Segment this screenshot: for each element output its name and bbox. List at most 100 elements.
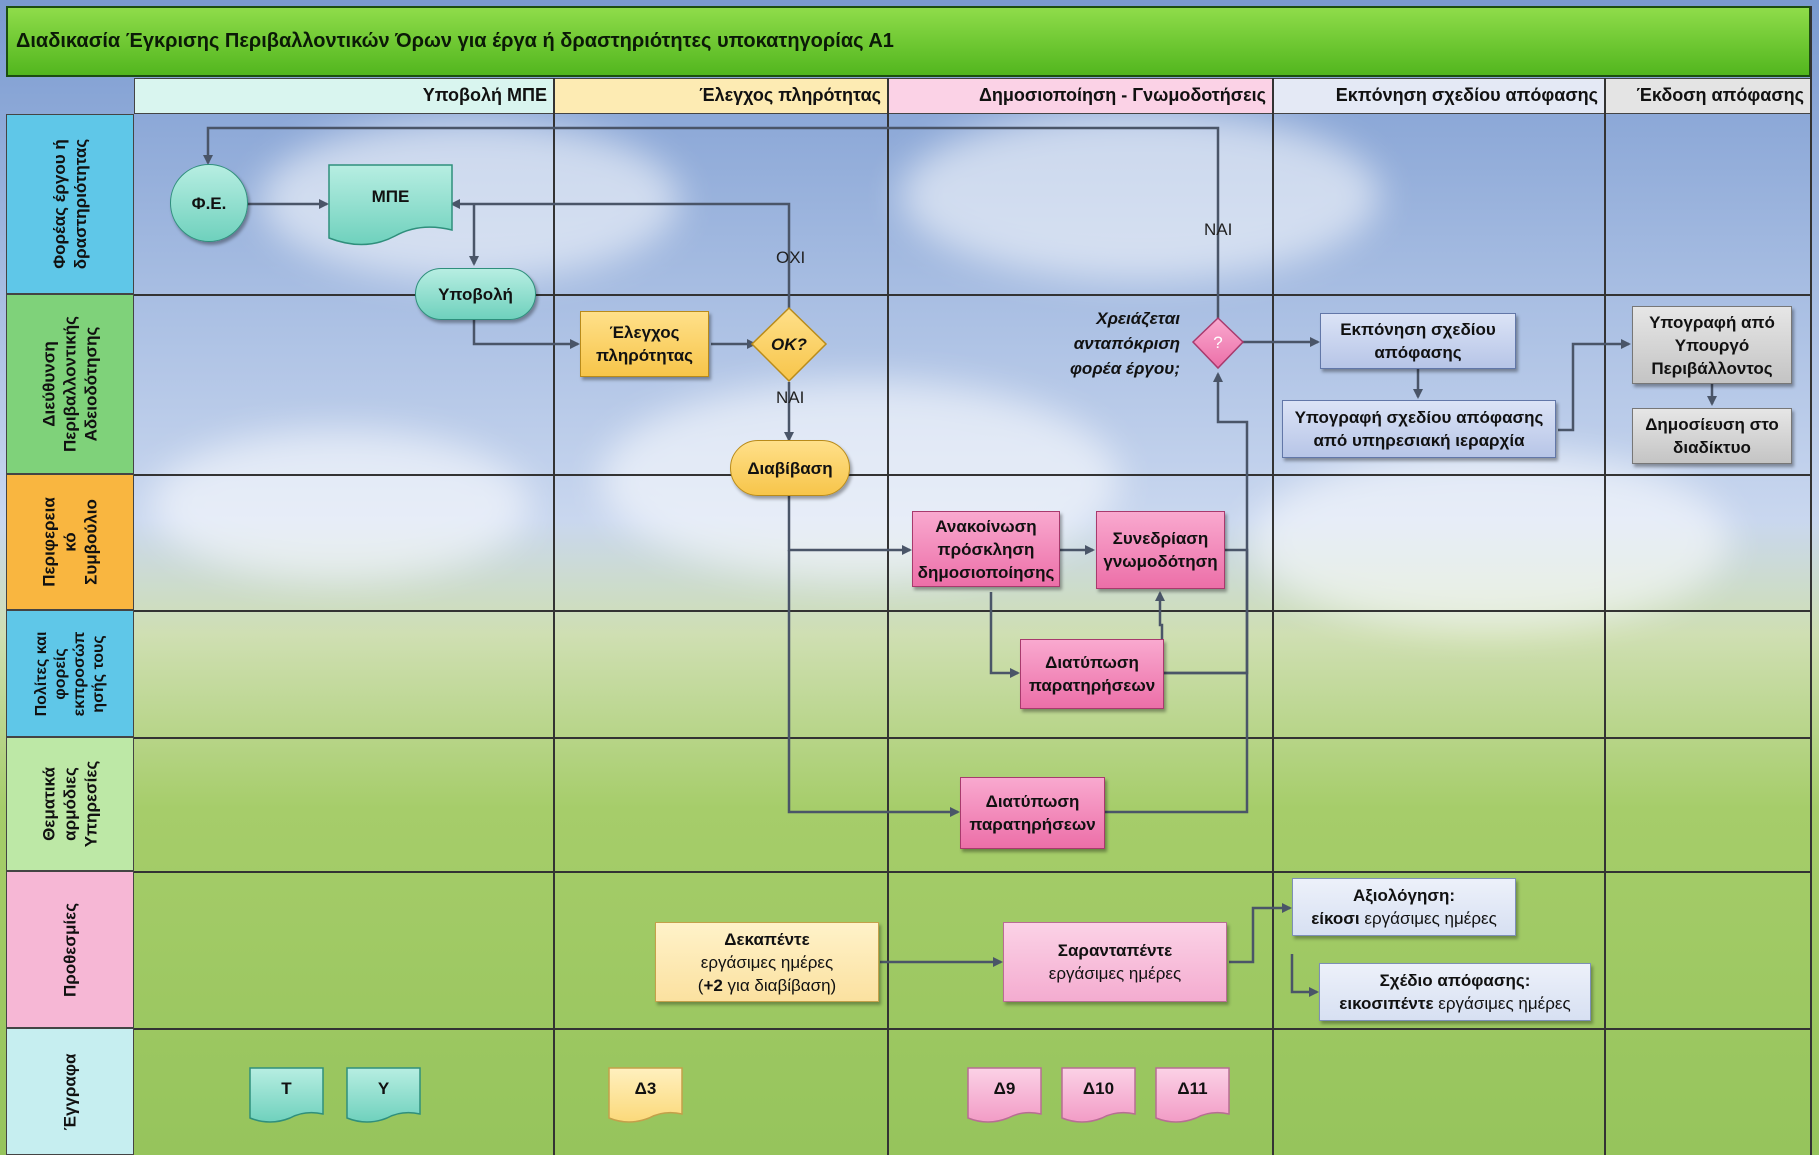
document-d3[interactable]: Δ3 bbox=[634, 1078, 657, 1098]
mpe-label: ΜΠΕ bbox=[371, 186, 410, 206]
ok-decision-shape bbox=[750, 306, 828, 383]
ypografi-sxediou-label: Υπογραφή σχεδίου απόφασης από υπηρεσιακή … bbox=[1295, 406, 1544, 452]
anakoinosi-label: Ανακοίνωση πρόσκληση δημοσιοποίησης bbox=[918, 515, 1055, 584]
ypovoli-node[interactable]: Υποβολή bbox=[415, 268, 536, 320]
ok-label: ΟΚ? bbox=[771, 334, 807, 354]
text-line: Έλεγχος bbox=[609, 323, 680, 342]
column-header-ekponisi: Εκπόνηση σχεδίου απόφασης bbox=[1273, 78, 1605, 114]
connector bbox=[1105, 372, 1249, 814]
lane-divider bbox=[134, 737, 1811, 739]
document-d9[interactable]: Δ9 bbox=[993, 1078, 1016, 1098]
text-line: για διαβίβαση) bbox=[722, 975, 837, 995]
mpe-document-shape bbox=[328, 164, 453, 246]
connector bbox=[1229, 903, 1292, 964]
text-line: παρατηρήσεων bbox=[969, 815, 1096, 834]
text-line: πληρότητας bbox=[595, 346, 694, 365]
title-bar: Διαδικασία Έγκρισης Περιβαλλοντικών Όρων… bbox=[6, 6, 1811, 77]
text-line: απόφασης bbox=[1374, 343, 1462, 362]
document-shape-y bbox=[346, 1067, 421, 1123]
deadline-sxedio-text: Σχέδιο απόφασης:εικοσιπέντε εργάσιμες ημ… bbox=[1339, 969, 1570, 1015]
text-line: Χρειάζεται bbox=[1096, 309, 1180, 328]
cloud bbox=[900, 110, 1380, 280]
text-line: ανταπόκριση bbox=[1073, 334, 1180, 353]
edge-label-nai: ΝΑΙ bbox=[776, 388, 805, 407]
connector bbox=[203, 126, 1220, 318]
text-line: Υπογραφή σχεδίου απόφασης bbox=[1294, 408, 1544, 427]
anakoinosi-node[interactable]: Ανακοίνωση πρόσκληση δημοσιοποίησης bbox=[912, 511, 1060, 587]
page-title: Διαδικασία Έγκρισης Περιβαλλοντικών Όρων… bbox=[16, 30, 894, 52]
text-bold: εικοσιπέντε bbox=[1339, 994, 1434, 1013]
ypovoli-label: Υποβολή bbox=[438, 284, 513, 304]
connector bbox=[1290, 954, 1319, 997]
edge-label-nai: ΝΑΙ bbox=[1204, 220, 1233, 239]
text-line: Εκπόνηση σχεδίου bbox=[1340, 320, 1496, 339]
question-mark-label: ? bbox=[1213, 332, 1223, 352]
column-label: Έκδοση απόφασης bbox=[1636, 85, 1804, 105]
cloud bbox=[1250, 450, 1730, 630]
connector bbox=[787, 495, 912, 555]
lane-divider bbox=[134, 871, 1811, 873]
text-line: από υπηρεσιακή ιεραρχία bbox=[1313, 431, 1525, 450]
document-d11[interactable]: Δ11 bbox=[1177, 1078, 1208, 1098]
deadline-axiologisi: Αξιολόγηση: είκοσι εργάσιμες ημέρες bbox=[1292, 878, 1516, 936]
text-line: Περιβάλλοντος bbox=[1651, 358, 1773, 378]
text-line: παρατηρήσεων bbox=[1028, 676, 1156, 695]
diatyposi-ypiresies-node[interactable]: Διατύπωση παρατηρήσεων bbox=[960, 777, 1105, 849]
document-y[interactable]: Υ bbox=[377, 1078, 390, 1098]
text-line: διαδίκτυο bbox=[1673, 438, 1751, 457]
diavivasi-node[interactable]: Διαβίβαση bbox=[730, 440, 850, 496]
text-line: δημοσιοποίησης bbox=[917, 562, 1055, 582]
diatyposi-ypiresies-label: Διατύπωση παρατηρήσεων bbox=[969, 790, 1095, 836]
text-line: ( bbox=[697, 975, 704, 995]
deadline-axiologisi-text: Αξιολόγηση: είκοσι εργάσιμες ημέρες bbox=[1311, 884, 1497, 930]
connector bbox=[472, 313, 580, 349]
connector bbox=[989, 592, 1020, 678]
text-line: πρόσκληση bbox=[937, 539, 1035, 559]
cloud bbox=[150, 430, 530, 580]
column-label: Έλεγχος πληρότητας bbox=[699, 85, 881, 105]
text-bold: Σαρανταπέντε bbox=[1057, 941, 1173, 960]
lane-divider bbox=[134, 294, 1811, 296]
column-label: Δημοσιοποίηση - Γνωμοδοτήσεις bbox=[978, 85, 1266, 105]
column-divider bbox=[553, 78, 555, 1155]
text-bold: είκοσι bbox=[1311, 909, 1360, 928]
text-bold: +2 bbox=[703, 975, 723, 995]
lane-divider bbox=[134, 1028, 1811, 1030]
document-shape-d9 bbox=[967, 1067, 1042, 1123]
fe-node[interactable]: Φ.Ε. bbox=[170, 164, 248, 242]
fe-label: Φ.Ε. bbox=[191, 193, 227, 213]
text-bold: Αξιολόγηση: bbox=[1352, 886, 1456, 905]
ypografi-sxediou-node[interactable]: Υπογραφή σχεδίου απόφασης από υπηρεσιακή … bbox=[1282, 400, 1556, 458]
document-shape-d11 bbox=[1155, 1067, 1230, 1123]
elegxos-label: Έλεγχος πληρότητας bbox=[596, 321, 693, 367]
text-line: εργάσιμες ημέρες bbox=[1433, 994, 1571, 1013]
ekponisi-label: Εκπόνηση σχεδίου απόφασης bbox=[1340, 318, 1496, 364]
document-shape-d3 bbox=[608, 1067, 683, 1123]
column-header-ypovoli: Υποβολή ΜΠΕ bbox=[134, 78, 554, 114]
text-line: Ανακοίνωση bbox=[935, 516, 1037, 536]
text-line: Διατύπωση bbox=[985, 792, 1080, 811]
lane-divider bbox=[134, 474, 1811, 476]
document-d10[interactable]: Δ10 bbox=[1082, 1078, 1115, 1098]
ekponisi-node[interactable]: Εκπόνηση σχεδίου απόφασης bbox=[1320, 313, 1516, 369]
text-line: εργάσιμες ημέρες bbox=[1048, 964, 1182, 983]
text-line: εργάσιμες ημέρες bbox=[1359, 909, 1497, 928]
column-header-elegxos: Έλεγχος πληρότητας bbox=[554, 78, 888, 114]
connector bbox=[787, 550, 960, 817]
document-t[interactable]: Τ bbox=[281, 1078, 292, 1098]
elegxos-node[interactable]: Έλεγχος πληρότητας bbox=[580, 311, 709, 377]
column-label: Υποβολή ΜΠΕ bbox=[422, 85, 547, 105]
